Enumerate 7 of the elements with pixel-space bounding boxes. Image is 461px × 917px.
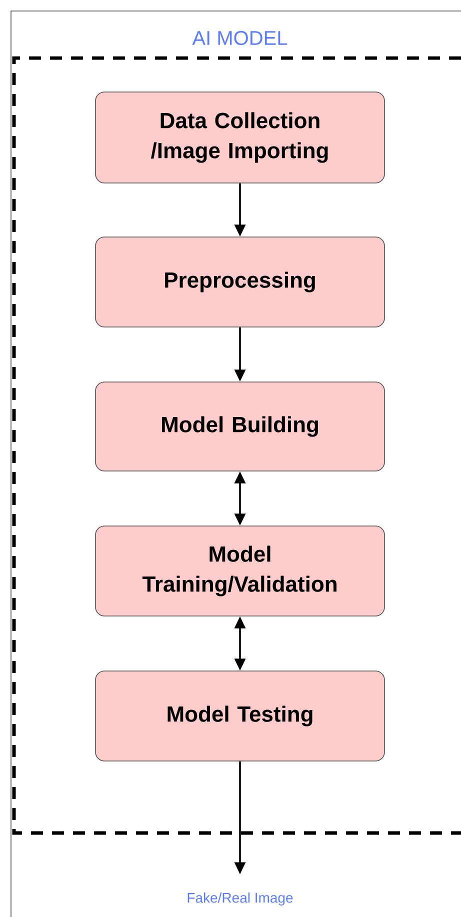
output-label: Fake/Real Image: [188, 892, 293, 906]
process-box: Model Testing: [95, 670, 385, 762]
group-title: AI MODEL: [192, 30, 288, 46]
process-box: Preprocessing: [95, 236, 385, 328]
process-box: Data Collection /Image Importing: [95, 92, 385, 184]
process-box: Model Building: [95, 382, 385, 472]
process-box: Model Training/Validation: [95, 526, 385, 616]
